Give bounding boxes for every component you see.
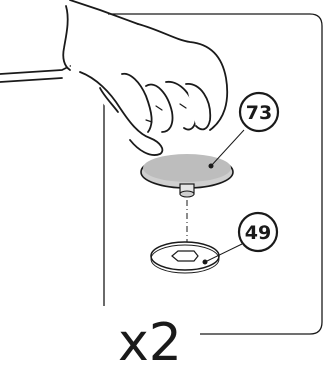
- leader-line-49: [204, 243, 243, 263]
- callout-73-label: 73: [246, 102, 272, 124]
- quantity-multiplier: x2: [118, 313, 182, 369]
- callout-49-label: 49: [245, 222, 271, 244]
- washer-part: [150, 241, 220, 274]
- callout-49: 49: [237, 211, 279, 253]
- cap-part: [140, 154, 234, 198]
- leader-line-73: [210, 129, 245, 167]
- hand-illustration: [0, 0, 229, 156]
- leader-dot-49: [202, 259, 208, 265]
- leader-dot-73: [208, 163, 214, 169]
- callout-73: 73: [238, 91, 280, 133]
- step-frame: [108, 13, 323, 335]
